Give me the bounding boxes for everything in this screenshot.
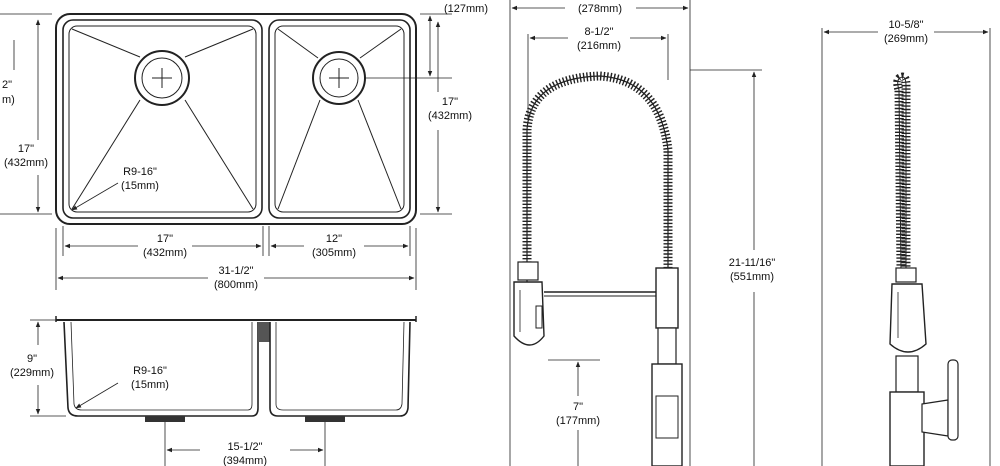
dim-drain-offset: (127mm) <box>420 3 488 77</box>
svg-text:12": 12" <box>326 233 342 245</box>
right-bowl <box>268 19 452 219</box>
dim-side-width: 10-5/8" (269mm) <box>821 19 991 466</box>
side-lever-handle <box>947 359 959 441</box>
dim-radius-top: R9-16" (15mm) <box>71 166 159 211</box>
svg-text:(432mm): (432mm) <box>143 247 187 259</box>
svg-text:(229mm): (229mm) <box>10 367 54 379</box>
faucet-side-view: 10-5/8" (269mm) <box>821 19 991 466</box>
dim-base: 7" (177mm) <box>548 359 600 466</box>
svg-text:R9-16": R9-16" <box>133 365 167 377</box>
svg-text:(551mm): (551mm) <box>730 271 774 283</box>
svg-text:17": 17" <box>157 233 173 245</box>
left-drain <box>134 50 190 106</box>
dim-left-height: 2" m) 17" (432mm) <box>0 13 52 215</box>
coil-spring <box>522 71 673 290</box>
svg-text:2": 2" <box>2 79 12 91</box>
dim-bowl-widths: 17" (432mm) 12" (305mm) <box>62 226 411 259</box>
right-drain <box>312 51 366 105</box>
divider <box>258 322 270 342</box>
svg-text:(305mm): (305mm) <box>312 247 356 259</box>
sink-rim <box>55 13 417 225</box>
dim-radius-side: R9-16" (15mm) <box>75 365 169 409</box>
svg-text:(15mm): (15mm) <box>121 180 159 192</box>
faucet-body <box>651 267 683 466</box>
sink-side-view: 9" (229mm) R9-16" (15mm) 15-1/2" (394mm) <box>10 316 417 466</box>
svg-text:21-11/16": 21-11/16" <box>729 257 776 269</box>
svg-text:(216mm): (216mm) <box>577 40 621 52</box>
svg-text:9": 9" <box>27 353 37 365</box>
side-handle-base <box>921 399 949 437</box>
dim-drain-offset-mm: (127mm) <box>444 3 488 15</box>
side-faucet-body <box>889 355 959 466</box>
dim-spout: 8-1/2" (216mm) <box>527 26 669 120</box>
dim-overall-width: 31-1/2" (800mm) <box>55 228 417 291</box>
svg-text:(269mm): (269mm) <box>884 33 928 45</box>
side-sprayer <box>889 267 927 353</box>
svg-text:17": 17" <box>442 96 458 108</box>
svg-text:(15mm): (15mm) <box>131 379 169 391</box>
svg-text:R9-16": R9-16" <box>123 166 157 178</box>
right-basin-profile <box>269 321 411 417</box>
pull-down-sprayer <box>513 261 545 346</box>
faucet-front-view: (278mm) 8-1/2" (216mm) <box>509 0 776 466</box>
left-drain-flange <box>145 416 185 422</box>
svg-text:31-1/2": 31-1/2" <box>218 265 253 277</box>
right-drain-flange <box>305 416 345 422</box>
svg-text:(432mm): (432mm) <box>4 157 48 169</box>
svg-text:7": 7" <box>573 401 583 413</box>
sink-top-view: (127mm) 17" (432mm) 2" m) 17" (432mm) R9… <box>0 3 488 291</box>
svg-text:8-1/2": 8-1/2" <box>585 26 614 38</box>
dim-reach: (278mm) <box>509 0 691 466</box>
svg-text:(800mm): (800mm) <box>214 279 258 291</box>
svg-text:10-5/8": 10-5/8" <box>888 19 923 31</box>
svg-text:m): m) <box>2 94 15 106</box>
svg-text:(432mm): (432mm) <box>428 110 472 122</box>
svg-text:15-1/2": 15-1/2" <box>227 441 262 453</box>
svg-text:(278mm): (278mm) <box>578 3 622 15</box>
dim-height: 21-11/16" (551mm) <box>690 69 776 466</box>
svg-text:17": 17" <box>18 143 34 155</box>
dim-drain-spacing: 15-1/2" (394mm) <box>164 422 326 466</box>
left-bowl <box>62 19 263 219</box>
dim-depth: 9" (229mm) <box>10 319 66 417</box>
svg-text:(394mm): (394mm) <box>223 455 267 466</box>
dim-right-height: 17" (432mm) <box>420 21 472 215</box>
svg-text:(177mm): (177mm) <box>556 415 600 427</box>
